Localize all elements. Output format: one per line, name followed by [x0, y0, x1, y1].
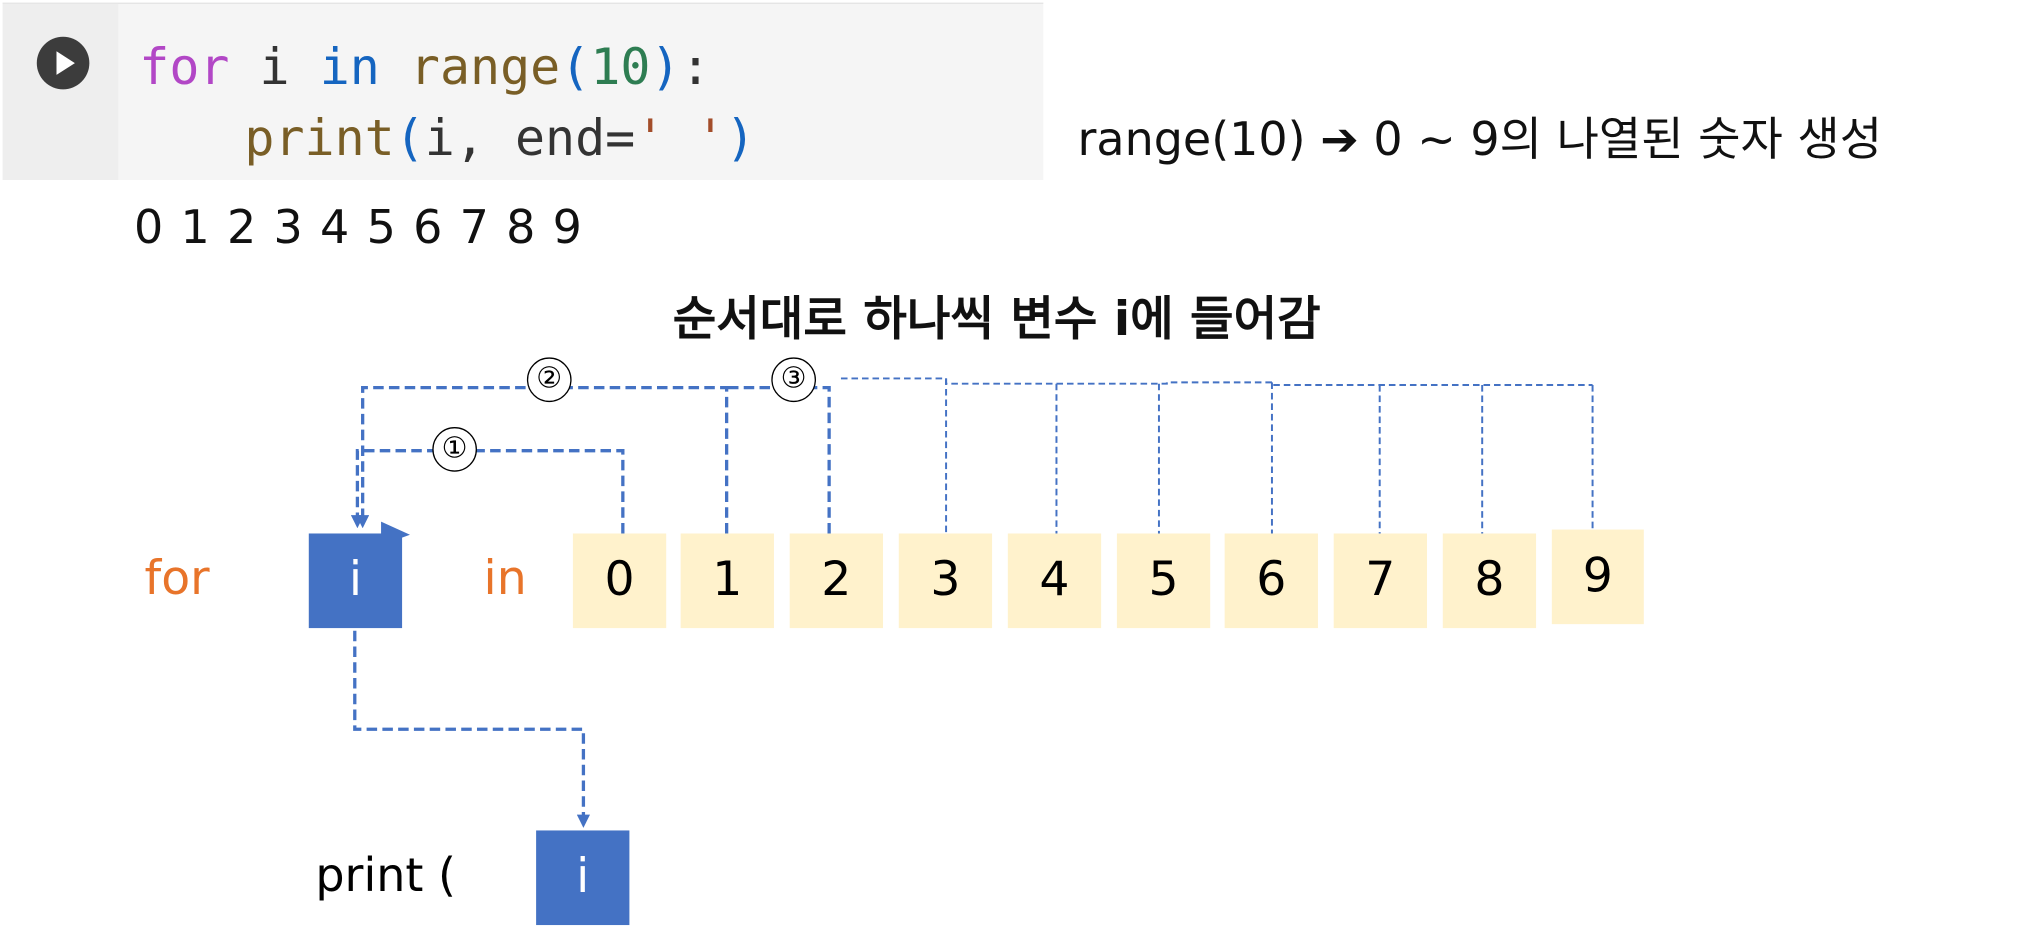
step-marker-1: ①: [432, 427, 477, 472]
code-number: 10: [590, 38, 651, 96]
step-marker-2: ②: [526, 357, 572, 403]
sequence-item: 2: [789, 533, 884, 629]
sequence-item: 1: [680, 533, 774, 629]
sequence-item: 5: [1116, 533, 1211, 629]
sequence-item: 9: [1551, 529, 1644, 625]
code-string: ' ': [635, 109, 726, 167]
arrow-step-2: [356, 385, 729, 534]
print-variable-box: i: [536, 830, 630, 926]
code-line-1: for i in range(10):: [139, 38, 710, 96]
step-marker-3: ③: [771, 357, 816, 403]
code-function-print: print: [244, 109, 395, 167]
sequence-item: 8: [1442, 533, 1537, 629]
code-line-2: print(i, end=' '): [244, 109, 755, 167]
arrow-step-1: [350, 449, 625, 534]
code-paren-open: (: [560, 38, 591, 96]
arrow-to-print: [353, 630, 590, 828]
sequence-item: 6: [1224, 533, 1318, 629]
code-paren-open: (: [394, 109, 425, 167]
sequence-item: 4: [1007, 533, 1102, 629]
arrow-step-3: [726, 385, 831, 534]
sequence-item: 0: [572, 533, 667, 629]
sequence-item: 3: [898, 533, 993, 629]
bus-remaining-items: [840, 377, 1593, 386]
diagram-keyword-in: in: [483, 551, 527, 606]
run-cell-button[interactable]: [36, 36, 90, 90]
range-note: range(10) ➔ 0 ~ 9의 나열된 숫자 생성: [1077, 114, 1883, 167]
diagram-keyword-for: for: [144, 551, 210, 606]
loop-variable-box: i: [308, 533, 403, 629]
code-cell[interactable]: for i in range(10): print(i, end=' '): [2, 2, 1044, 181]
diagram-heading: 순서대로 하나씩 변수 i에 들어감: [672, 293, 1321, 347]
sequence-item: 7: [1333, 533, 1428, 629]
code-function-range: range: [409, 38, 561, 96]
print-label: print (: [315, 850, 456, 903]
code-paren-close: ): [650, 38, 681, 96]
code-variable: i: [259, 38, 290, 96]
code-paren-close: ): [725, 109, 756, 167]
code-args: i, end=: [424, 109, 636, 167]
cell-gutter: [2, 3, 119, 181]
cell-output: 0 1 2 3 4 5 6 7 8 9: [134, 202, 584, 255]
code-keyword-in: in: [319, 38, 380, 96]
code-keyword-for: for: [139, 38, 230, 96]
code-colon: :: [680, 38, 711, 96]
